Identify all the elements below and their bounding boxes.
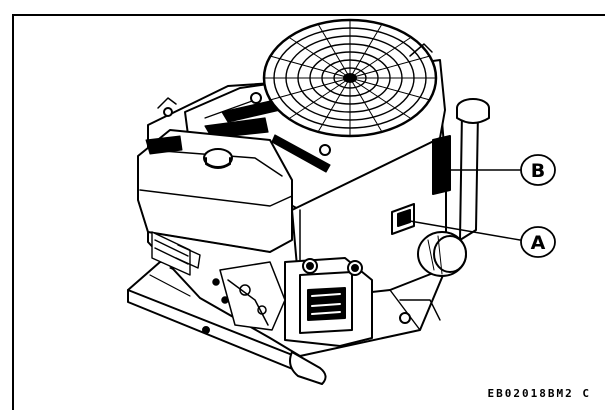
- frame-top-border: [12, 14, 605, 16]
- flywheel-screen: [262, 18, 438, 138]
- callout-b-circle: [520, 154, 556, 186]
- oil-fill-tube: [459, 111, 479, 241]
- figure-code: EB02018BM2 C: [487, 387, 591, 400]
- top-decals: [204, 99, 331, 173]
- carburetor-assembly: [284, 257, 373, 347]
- cylinder-fins: [151, 231, 201, 276]
- leader-line-a: [403, 219, 521, 241]
- governor-linkage: [212, 261, 286, 331]
- frame-left-border: [12, 14, 14, 410]
- callout-b-label: B: [531, 160, 545, 182]
- callout-a-label: A: [531, 232, 546, 254]
- callout-a-circle: [520, 226, 556, 258]
- oil-filter: [417, 231, 467, 277]
- exhaust-pipe: [289, 351, 327, 385]
- part-b-rectangle: [432, 135, 451, 195]
